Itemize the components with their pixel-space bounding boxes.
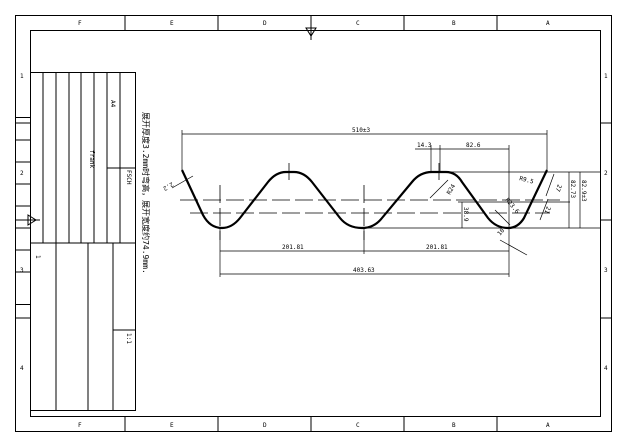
row-label: 1 <box>604 73 608 80</box>
dimension-lines <box>171 130 600 277</box>
row-label: 4 <box>604 365 608 372</box>
title-block <box>15 72 136 411</box>
dim-tick-small: 10 <box>496 227 506 237</box>
row-label: 2 <box>20 170 24 177</box>
row-label: 3 <box>20 267 24 274</box>
dim-lip-left: 2.2 <box>161 180 174 192</box>
dim-depth-mid: 38.9 <box>462 207 469 222</box>
row-label: 4 <box>20 365 24 372</box>
dim-flange: 14.3 <box>417 142 432 149</box>
inner-frame <box>30 30 601 417</box>
dim-span-2: 201.81 <box>426 244 448 251</box>
dim-overall-width: 510±3 <box>352 127 370 134</box>
note-field: FSCH <box>125 170 132 185</box>
scale-value: 1:1 <box>125 333 132 344</box>
dim-span-total: 403.63 <box>353 267 375 274</box>
col-label: F <box>78 422 82 429</box>
col-label: A <box>546 422 550 429</box>
outer-frame <box>15 15 612 432</box>
col-label: B <box>452 20 456 27</box>
col-label: C <box>356 422 360 429</box>
row-label: 1 <box>20 73 24 80</box>
dim-lip-right-2: 21 <box>543 205 552 215</box>
dim-radius-top: R24 <box>446 183 458 196</box>
col-label: C <box>356 20 360 27</box>
row-label: 2 <box>604 170 608 177</box>
dim-height-inner: 82.73 <box>569 180 576 198</box>
centering-mark <box>15 15 317 226</box>
col-label: D <box>263 20 267 27</box>
col-label: A <box>546 20 550 27</box>
dim-height-outer: 82.9±3 <box>580 180 587 202</box>
qty-value: 1 <box>34 255 41 259</box>
col-label: D <box>263 422 267 429</box>
drawing-note: 展开厚度3.2mm时弯高，展开宽度约74.9mm. <box>141 112 151 274</box>
col-label: F <box>78 20 82 27</box>
dim-radius-lip: R9.5 <box>518 175 534 186</box>
dim-lip-right-1: 27 <box>554 183 563 193</box>
col-label: E <box>170 20 174 27</box>
designer-value: frank <box>88 150 95 168</box>
dim-span-1: 201.81 <box>282 244 304 251</box>
guardrail-profile <box>181 169 548 230</box>
col-label: E <box>170 422 174 429</box>
format-value: A4 <box>109 100 116 108</box>
row-label: 3 <box>604 267 608 274</box>
dim-pitch-half: 82.6 <box>466 142 481 149</box>
col-label: B <box>452 422 456 429</box>
